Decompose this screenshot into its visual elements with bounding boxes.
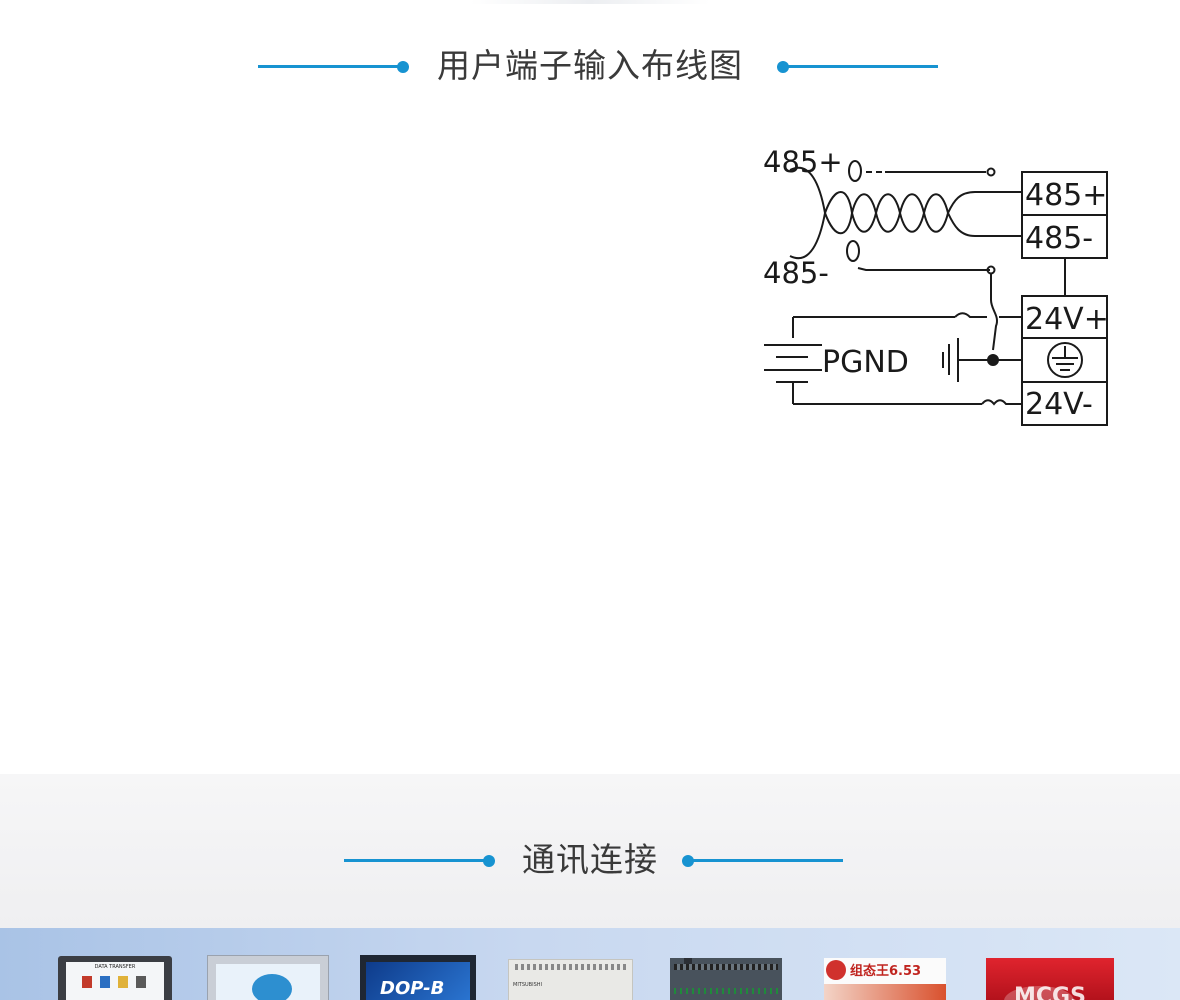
terminal-label-485-minus: 485- [1025,221,1093,256]
title-deco-line-left [344,859,489,862]
siemens-plc [670,958,782,1000]
shield-drain-lower [846,240,998,351]
wiring-section-title: 用户端子输入布线图 [437,46,743,85]
signal-label-485-plus: 485+ [763,145,843,179]
power-wire-24v-minus [793,399,1022,406]
title-deco-dot-left [397,61,409,73]
power-wire-24v-plus [793,312,1022,318]
kingview-software-box: 组态王6.53 [824,958,946,1000]
power-supply-battery [764,317,822,404]
mcgs-software-box: MCGS [986,958,1114,1000]
terminal-label-485-plus: 485+ [1025,178,1107,213]
delta-hmi-panel: DOP-B [360,955,476,1000]
protective-earth-icon [1047,342,1083,378]
comm-section-title: 通讯连接 [522,840,658,879]
title-deco-dot-left [483,855,495,867]
top-divider-fade [470,0,710,4]
twisted-pair-cable [789,166,1022,260]
ground-connection [942,338,1022,382]
hmi-dark-screen-text: DATA TRANSFER [94,964,136,970]
title-deco-line-right [688,859,843,862]
hmi-touch-panel-dark: DATA TRANSFER [58,956,172,1000]
kingview-title: 组态王6.53 [850,964,922,979]
shield-drain-upper [848,160,996,182]
ground-label-pgnd: PGND [822,345,909,380]
wiring-diagram: 485+ 485- 485+ 485- [763,145,1109,426]
terminal-label-24v-minus: 24V- [1025,387,1093,422]
mcgs-logo-text: MCGS [1014,984,1086,1000]
title-deco-line-left [258,65,402,68]
comm-section: 通讯连接 [0,774,1180,928]
delta-screen-text: DOP-B [380,978,445,999]
wiring-section-header: 用户端子输入布线图 [0,36,1180,96]
mitsubishi-plc: MITSUBISHI [508,959,633,1000]
mitsubishi-label: MITSUBISHI [513,982,542,988]
terminal-label-24v-plus: 24V+ [1025,302,1109,337]
wiring-section: 用户端子输入布线图 485+ 485- [0,0,1180,426]
terminal-block: 485+ 485- 24V+ 24V- [1021,171,1109,426]
hmi-touch-panel-silver [207,955,329,1000]
title-deco-line-right [783,65,938,68]
signal-label-485-minus: 485- [763,256,829,290]
comm-section-header: 通讯连接 [0,830,1180,890]
device-strip: DATA TRANSFER DOP-B MITSUBISHI 组态王6.53 [0,928,1180,1000]
